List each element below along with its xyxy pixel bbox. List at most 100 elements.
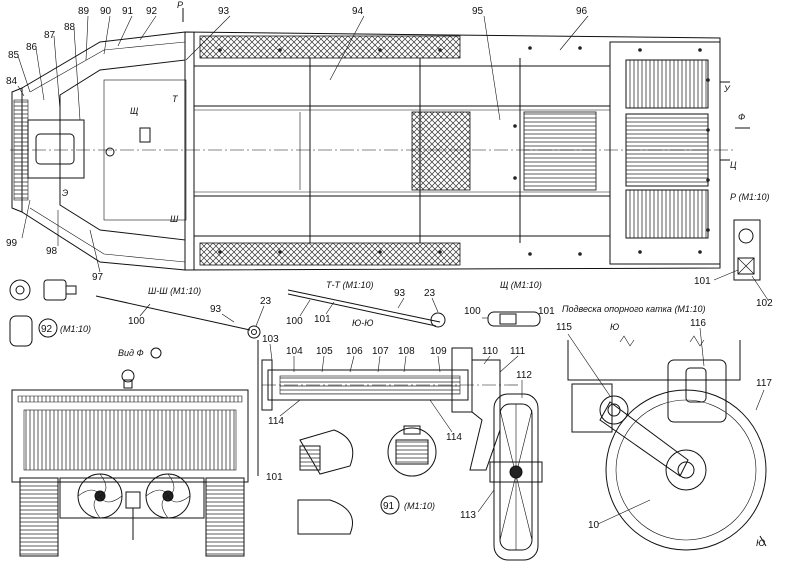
road-wheel: 112 113 [460, 370, 543, 561]
bolt-head [578, 252, 582, 256]
detail-91: 91 (М1:10) [297, 425, 437, 535]
callout-93c: 93 [394, 288, 406, 299]
callout-110: 110 [482, 346, 498, 357]
callout-101b: 101 [538, 306, 555, 317]
hull-plan-view [10, 31, 735, 271]
section-markers: Р Т Щ Ш Э У Ф Ц [62, 0, 750, 224]
bolt-head [513, 124, 517, 128]
bolt-head [378, 48, 382, 52]
bolt-head [218, 250, 222, 254]
callout-23b: 23 [424, 288, 436, 299]
callout-91: 91 [122, 6, 134, 17]
callout-111: 111 [510, 346, 526, 357]
callout-92: 92 [146, 6, 158, 17]
detail-r: Р (М1:10) 101 102 [694, 192, 773, 309]
mark-sh: Ш [170, 214, 179, 224]
bolt-head [438, 250, 442, 254]
bolt-head [528, 252, 532, 256]
callout-106: 106 [346, 346, 363, 357]
callout-84: 84 [6, 76, 18, 87]
callout-108: 108 [398, 346, 415, 357]
callout-113: 113 [460, 510, 476, 521]
scale-91: (М1:10) [404, 501, 435, 511]
section-t-t: Т-Т (М1:10) 100 101 93 23 [286, 280, 446, 328]
bolt-head [513, 176, 517, 180]
callout-93b: 93 [210, 304, 222, 315]
mark-yu-a: Ю [610, 322, 619, 332]
callout-23a: 23 [260, 296, 272, 307]
bolt-head [378, 250, 382, 254]
callout-101c: 101 [266, 472, 283, 483]
bolt-head [528, 46, 532, 50]
callout-114b: 114 [446, 432, 462, 443]
callouts-yu: 103 104 105 106 107 108 109 110 111 114 … [262, 334, 526, 483]
bolt-head [578, 46, 582, 50]
bolt-head [638, 48, 642, 52]
callout-104: 104 [286, 346, 303, 357]
detail-92: 92 (М1:10) [9, 279, 91, 347]
title-sh-sh: Ш-Ш (М1:10) [148, 286, 201, 296]
bolt-head [698, 48, 702, 52]
section-yu-yu: Ю-Ю 103 104 105 106 107 108 109 110 111 … [261, 318, 526, 483]
callout-91b: 91 [383, 501, 395, 512]
top-callouts: 85 86 87 88 89 90 91 92 93 94 95 96 84 9… [6, 6, 589, 283]
mark-yu-b: Ю [756, 538, 765, 548]
bolt-head [698, 250, 702, 254]
callout-100c: 100 [464, 306, 481, 317]
callout-101d: 101 [694, 276, 711, 287]
callout-10: 10 [588, 520, 600, 531]
view-f-rear: Вид Ф [11, 340, 259, 557]
mark-e: Э [62, 188, 68, 198]
callout-100b: 100 [286, 316, 303, 327]
title-vid-f: Вид Ф [118, 348, 144, 358]
callout-101a: 101 [314, 314, 331, 325]
suspension-detail: Подвеска опорного катка (М1:10) Ю Ю 115 … [556, 304, 772, 551]
mark-f: Ф [738, 112, 745, 122]
title-shch: Щ (М1:10) [500, 280, 542, 290]
mark-ts: Ц [730, 160, 737, 170]
callout-96: 96 [576, 6, 588, 17]
title-yu-yu: Ю-Ю [352, 318, 373, 328]
callout-87: 87 [44, 30, 56, 41]
callout-86: 86 [26, 42, 38, 53]
mark-shch: Щ [130, 106, 139, 116]
callout-97: 97 [92, 272, 104, 283]
callout-109: 109 [430, 346, 447, 357]
bolt-head [278, 48, 282, 52]
title-t-t: Т-Т (М1:10) [326, 280, 374, 290]
bolt-head [706, 178, 710, 182]
callout-85: 85 [8, 50, 20, 61]
callout-92b: 92 [41, 324, 53, 335]
callout-90: 90 [100, 6, 112, 17]
callout-94: 94 [352, 6, 364, 17]
callout-115: 115 [556, 322, 572, 333]
mark-r: Р [177, 0, 183, 10]
callout-89: 89 [78, 6, 90, 17]
callout-103: 103 [262, 334, 279, 345]
callout-116: 116 [690, 318, 706, 329]
callout-102: 102 [756, 298, 773, 309]
callout-98: 98 [46, 246, 58, 257]
callout-117: 117 [756, 378, 772, 389]
mark-u: У [723, 84, 731, 94]
callout-100a: 100 [128, 316, 145, 327]
callout-93: 93 [218, 6, 230, 17]
section-sh-sh: Ш-Ш (М1:10) 100 93 23 [95, 286, 272, 339]
callout-88: 88 [64, 22, 76, 33]
callout-99: 99 [6, 238, 18, 249]
bolt-head [218, 48, 222, 52]
bolt-head [278, 250, 282, 254]
title-podveska: Подвеска опорного катка (М1:10) [562, 304, 705, 314]
bolt-head [706, 228, 710, 232]
bolt-head [706, 128, 710, 132]
callout-95: 95 [472, 6, 484, 17]
title-r: Р (М1:10) [730, 192, 770, 202]
detail-shch: Щ (М1:10) 100 101 [464, 280, 555, 327]
bolt-head [706, 78, 710, 82]
callout-114a: 114 [268, 416, 284, 427]
callout-107: 107 [372, 346, 389, 357]
bolt-head [438, 48, 442, 52]
bolt-head [638, 250, 642, 254]
scale-92: (М1:10) [60, 324, 91, 334]
